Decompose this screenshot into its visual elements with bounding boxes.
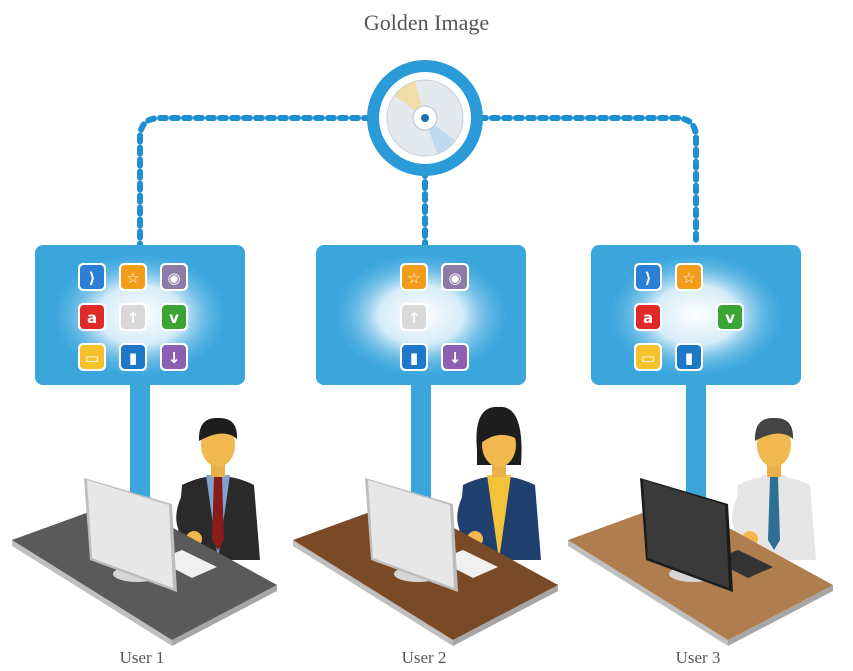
svg-text:⟩: ⟩	[645, 269, 652, 287]
svg-text:⟩: ⟩	[89, 269, 96, 287]
user-2-label: User 2	[401, 648, 447, 667]
user-station-2: ☆ ◉ ↑ ▮ ↓	[293, 245, 558, 646]
user-1-label: User 1	[119, 648, 165, 667]
panel-stand	[130, 380, 150, 500]
svg-text:☆: ☆	[682, 269, 695, 287]
monitor	[365, 478, 458, 592]
svg-text:↑: ↑	[408, 309, 421, 327]
app-icon-star[interactable]: ☆	[400, 263, 428, 291]
user-station-1: ⟩ ☆ ◉ a ↑ v ▭ ▮ ↓	[12, 245, 277, 646]
app-icon-green-v[interactable]: v	[716, 303, 744, 331]
app-icon-yellow-card[interactable]: ▭	[634, 343, 662, 371]
panel-stand	[411, 380, 431, 500]
app-icon-red-a[interactable]: a	[634, 303, 662, 331]
svg-text:v: v	[169, 309, 179, 327]
svg-text:↓: ↓	[449, 349, 462, 367]
svg-text:▮: ▮	[685, 349, 693, 367]
person-2	[457, 406, 541, 560]
monitor	[640, 478, 733, 592]
svg-text:▮: ▮	[410, 349, 418, 367]
app-icon-up-arrow[interactable]: ↑	[119, 303, 147, 331]
svg-text:☆: ☆	[126, 269, 139, 287]
svg-text:↑: ↑	[127, 309, 140, 327]
user-station-3: ⟩ ☆ a v ▭ ▮	[568, 245, 833, 646]
connector-left	[137, 115, 373, 248]
svg-text:☆: ☆	[407, 269, 420, 287]
app-icon-purple-download[interactable]: ↓	[160, 343, 188, 371]
app-icon-up-arrow[interactable]: ↑	[400, 303, 428, 331]
svg-text:◉: ◉	[448, 269, 461, 287]
app-icon-podcast[interactable]: ◉	[160, 263, 188, 291]
app-icon-bar-chart[interactable]: ▮	[675, 343, 703, 371]
user-3-label: User 3	[675, 648, 721, 667]
svg-text:a: a	[643, 309, 653, 327]
app-icon-purple-download[interactable]: ↓	[441, 343, 469, 371]
connector-right	[477, 115, 699, 248]
app-icon-blue-arrow[interactable]: ⟩	[78, 263, 106, 291]
panel-stand	[686, 380, 706, 500]
app-icon-bar-chart[interactable]: ▮	[400, 343, 428, 371]
connector-lines	[137, 115, 699, 248]
monitor	[84, 478, 177, 592]
app-icon-bar-chart[interactable]: ▮	[119, 343, 147, 371]
app-icon-blue-arrow[interactable]: ⟩	[634, 263, 662, 291]
svg-text:v: v	[725, 309, 735, 327]
diagram-title: Golden Image	[363, 10, 490, 35]
golden-image-disc	[367, 60, 483, 176]
svg-text:▮: ▮	[129, 349, 137, 367]
svg-text:↓: ↓	[168, 349, 181, 367]
app-icon-star[interactable]: ☆	[119, 263, 147, 291]
app-icon-yellow-card[interactable]: ▭	[78, 343, 106, 371]
app-icon-red-a[interactable]: a	[78, 303, 106, 331]
app-icon-green-v[interactable]: v	[160, 303, 188, 331]
svg-text:▭: ▭	[85, 349, 99, 367]
svg-text:a: a	[87, 309, 97, 327]
app-icon-star[interactable]: ☆	[675, 263, 703, 291]
svg-text:◉: ◉	[167, 269, 180, 287]
app-icon-podcast[interactable]: ◉	[441, 263, 469, 291]
svg-text:▭: ▭	[641, 349, 655, 367]
